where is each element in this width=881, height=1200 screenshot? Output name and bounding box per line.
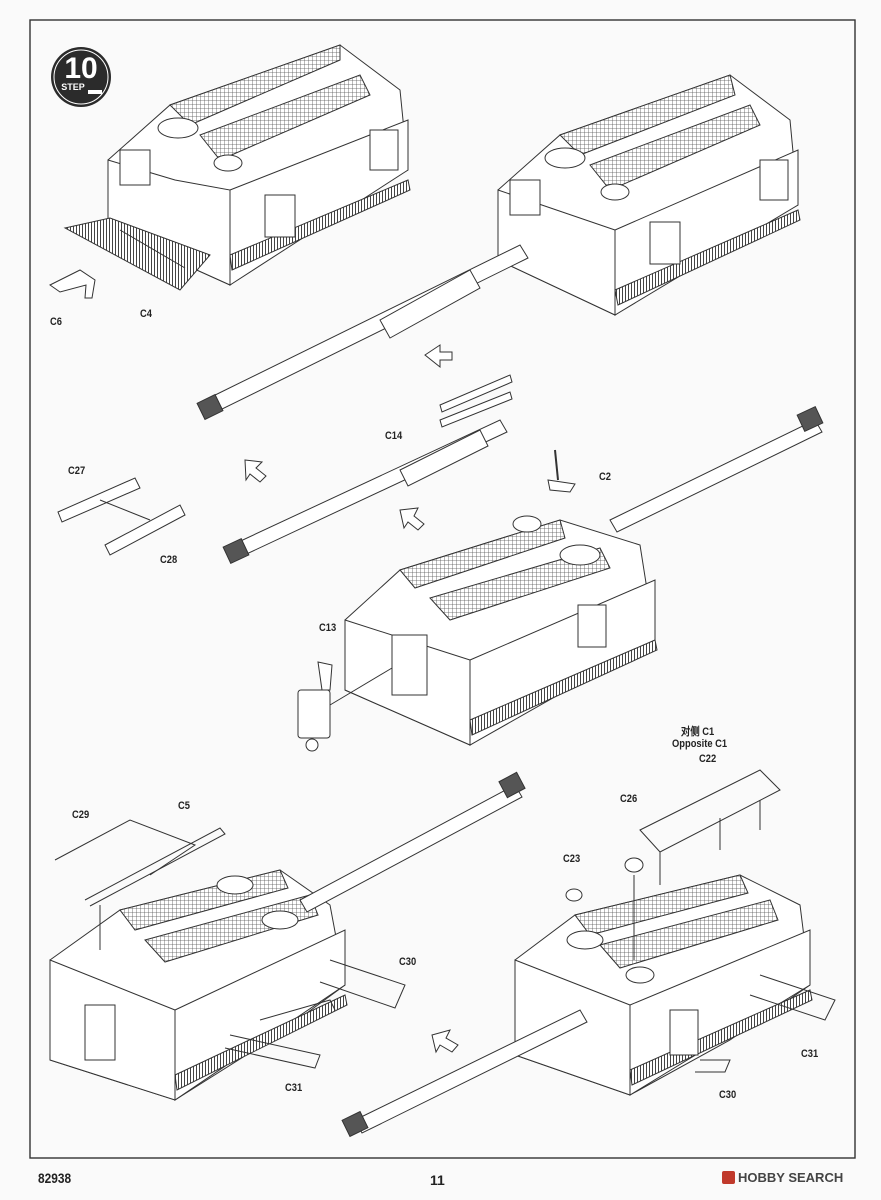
label-c23: C23 <box>563 853 581 865</box>
label-c30-right: C30 <box>719 1089 737 1101</box>
arrow-up-left <box>424 344 453 369</box>
label-c30-left: C30 <box>399 956 417 968</box>
label-c22: C22 <box>699 753 717 765</box>
turret-top-right <box>497 74 801 316</box>
label-c26: C26 <box>620 793 638 805</box>
parts-c30-c31-left <box>224 959 406 1069</box>
page-border <box>29 19 856 1159</box>
part-c13-box <box>297 661 393 752</box>
label-c31-right: C31 <box>801 1048 819 1060</box>
label-c14: C14 <box>385 430 403 442</box>
turret-top-left <box>107 44 411 286</box>
label-c5: C5 <box>178 800 190 812</box>
step-badge: 10 STEP <box>50 46 112 108</box>
watermark-logo-icon <box>722 1171 735 1184</box>
parts-c27-c28 <box>57 477 186 556</box>
turret-middle <box>344 405 824 746</box>
label-opposite-cn: 对侧 C1 <box>681 726 715 738</box>
label-c29: C29 <box>72 809 90 821</box>
part-c4-step-plate <box>63 217 211 291</box>
kit-part-number: 82938 <box>38 1170 72 1186</box>
label-c28: C28 <box>160 554 178 566</box>
parts-c23-c26 <box>565 857 644 960</box>
arrows-middle <box>244 459 425 531</box>
step-badge-icon <box>51 47 111 107</box>
part-c2-antenna <box>547 449 576 493</box>
label-c27: C27 <box>68 465 86 477</box>
turret-bottom-left <box>49 771 526 1101</box>
watermark-text: HOBBY SEARCH <box>738 1170 844 1185</box>
label-c4: C4 <box>140 308 152 320</box>
label-c6: C6 <box>50 316 62 328</box>
arrow-bottom <box>431 1029 459 1054</box>
page-number: 11 <box>430 1172 445 1188</box>
part-c6-handle <box>49 269 96 299</box>
parts-c29-c5-rails <box>54 819 226 950</box>
label-opposite-en: Opposite C1 <box>672 738 728 750</box>
label-c2: C2 <box>599 471 611 483</box>
watermark: HOBBY SEARCH <box>722 1170 843 1185</box>
step-number: 10 <box>64 52 98 85</box>
part-c14-barrel <box>222 374 513 565</box>
label-c13: C13 <box>319 622 337 634</box>
part-c22-rack <box>639 769 781 885</box>
step-word: STEP <box>61 82 85 92</box>
parts-c30-c31-right <box>695 974 836 1073</box>
barrel-top <box>196 244 529 421</box>
label-c31-left: C31 <box>285 1082 303 1094</box>
turret-bottom-right <box>341 874 813 1138</box>
